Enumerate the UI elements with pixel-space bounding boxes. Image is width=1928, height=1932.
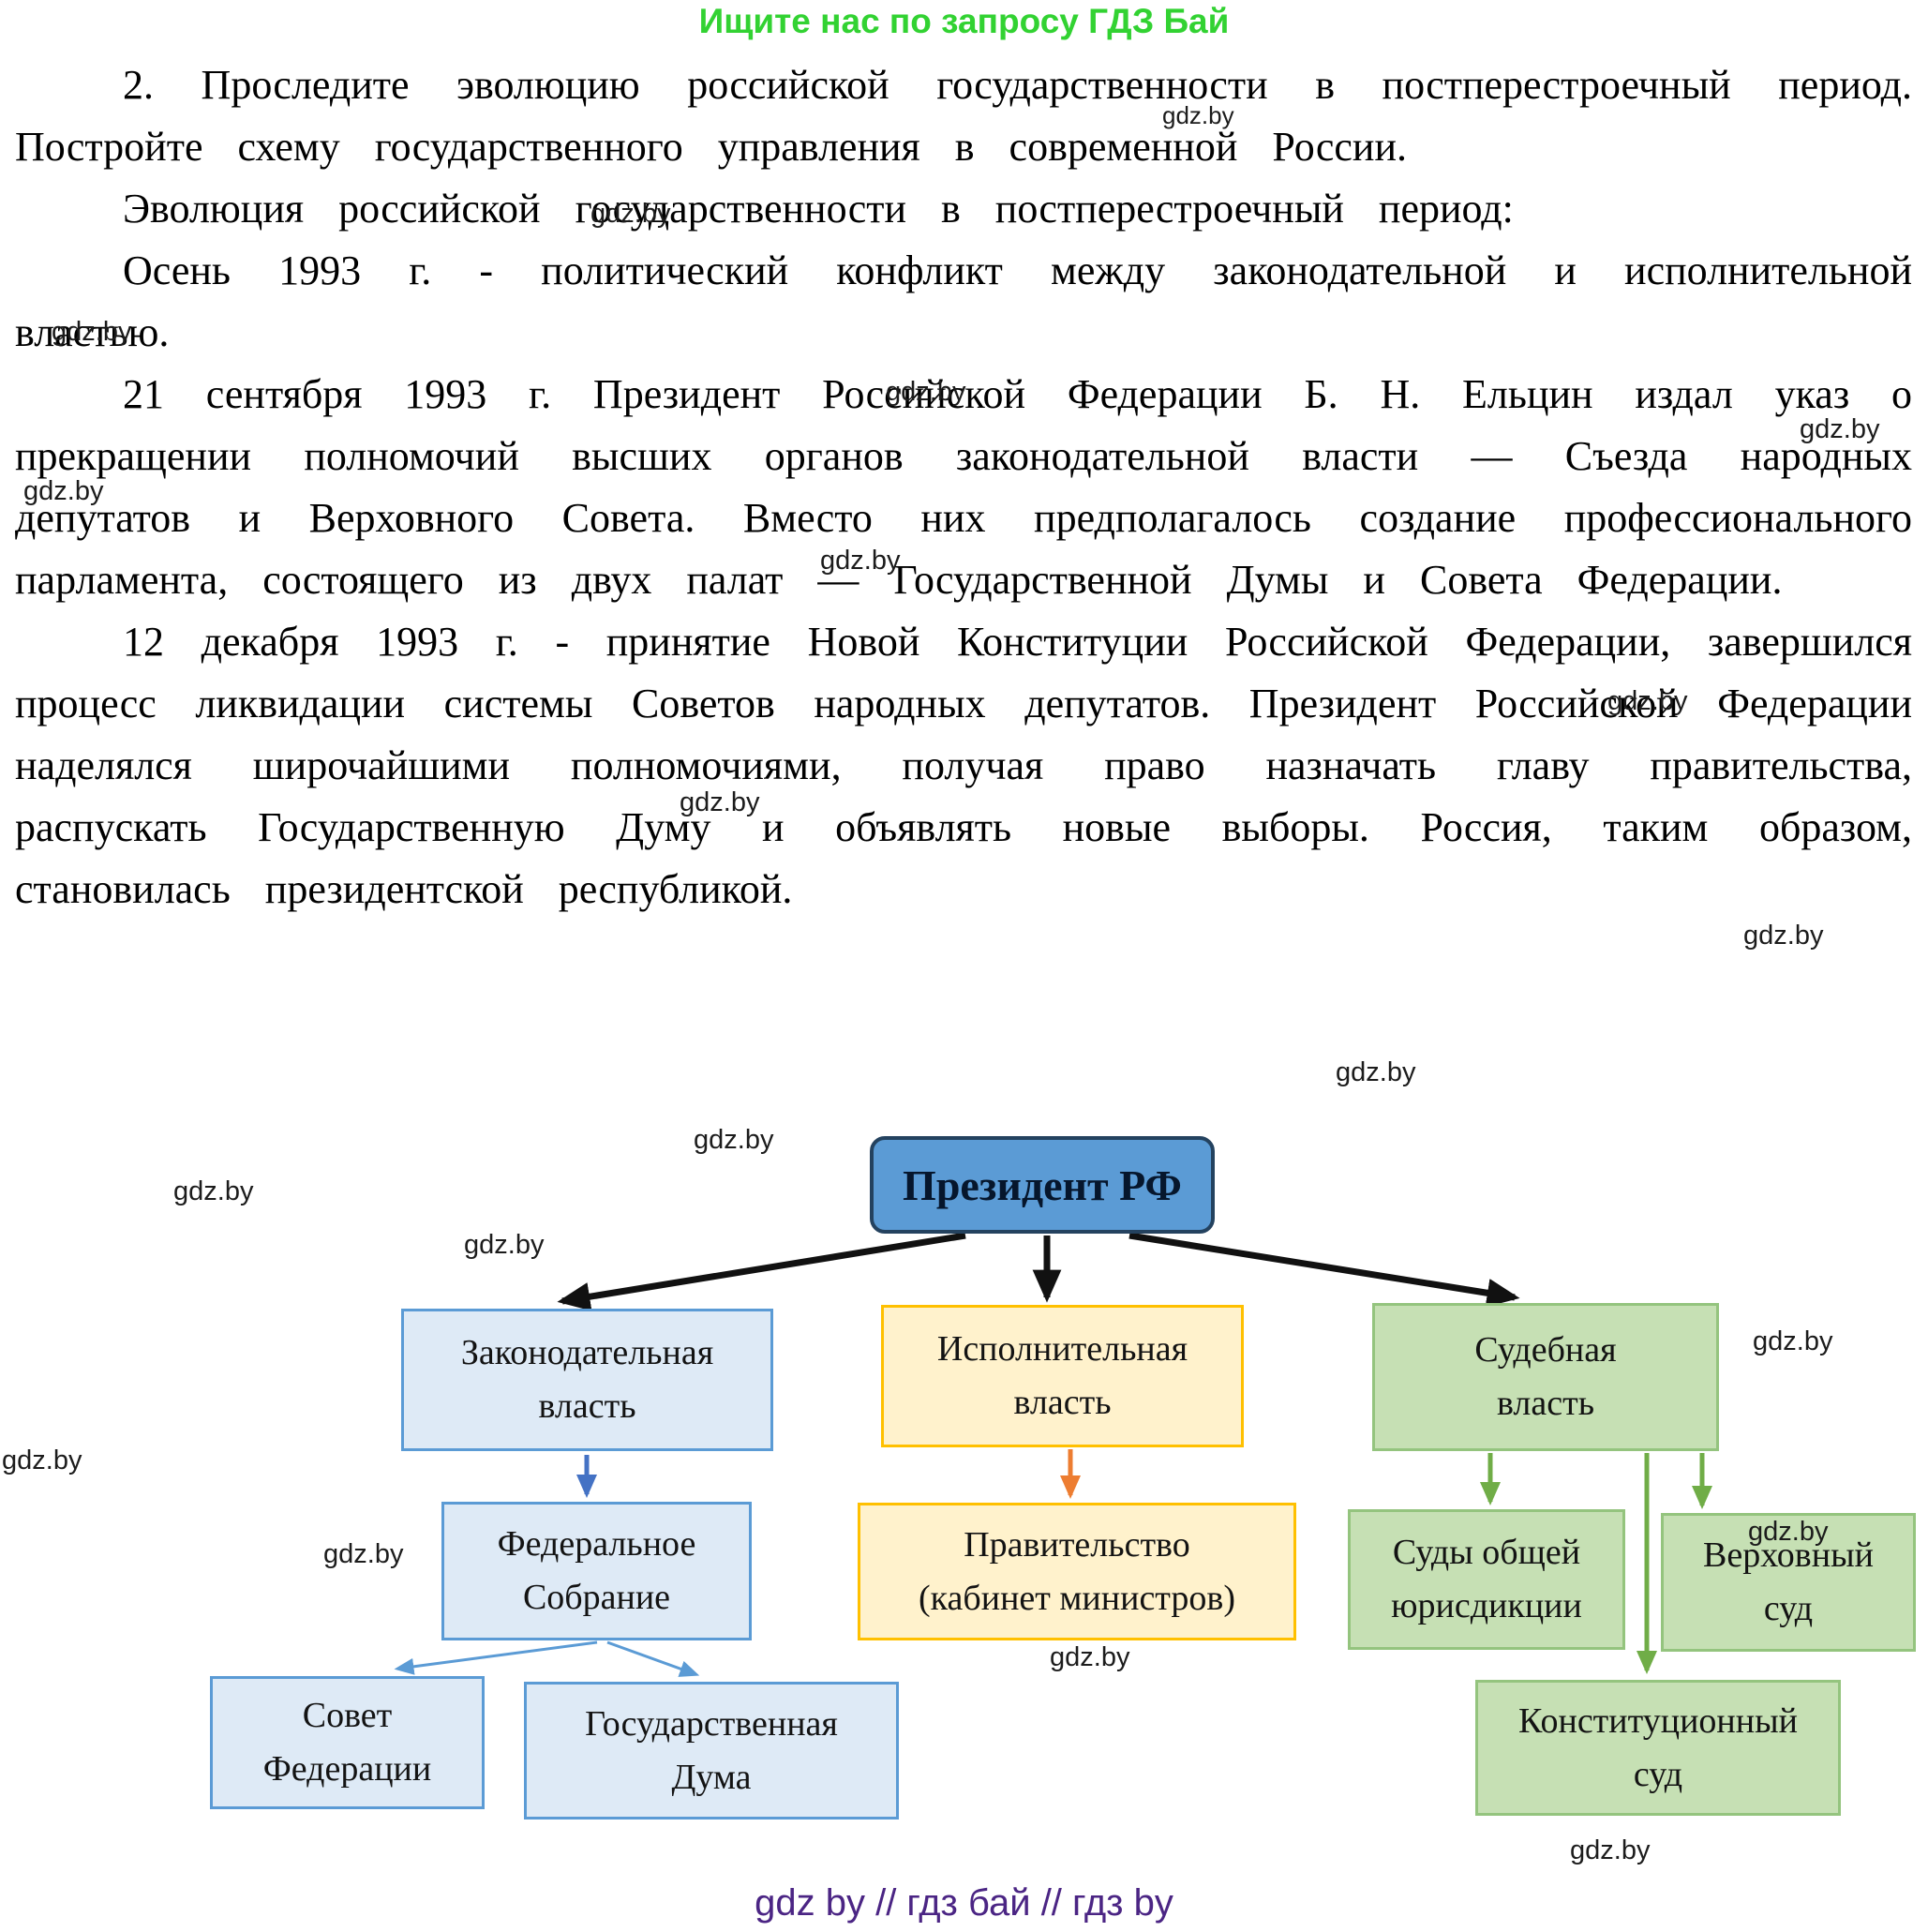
gdz-watermark: gdz.by (1607, 686, 1688, 716)
footer-links: gdz by // гдз бай // гдз by (755, 1882, 1173, 1924)
gdz-watermark: gdz.by (680, 787, 760, 817)
gdz-watermark: gdz.by (173, 1176, 254, 1206)
paragraph-september-1993: 21 сентября 1993 г. Президент Российской… (15, 371, 1912, 603)
gdz-watermark: gdz.by (323, 1539, 404, 1569)
node-judicial-power: Судебная власть (1372, 1303, 1719, 1451)
gdz-watermark: gdz.by (694, 1125, 774, 1155)
node-federal-assembly: Федеральное Собрание (441, 1502, 752, 1640)
node-courts-general-jurisdiction: Суды общей юрисдикции (1348, 1509, 1625, 1650)
node-federation-council: Совет Федерации (210, 1676, 485, 1809)
gdz-watermark: gdz.by (2, 1445, 82, 1475)
node-legislative-power: Законодательная власть (401, 1309, 773, 1451)
promo-banner: Ищите нас по запросу ГДЗ Бай (698, 2, 1230, 40)
gdz-watermark: gdz.by (820, 546, 901, 576)
gdz-watermark: gdz.by (1050, 1642, 1130, 1672)
arrow-president-to-judicial (1128, 1232, 1520, 1308)
gdz-watermark: gdz.by (23, 476, 104, 506)
arrow-president-to-legislative (557, 1232, 966, 1311)
node-constitutional-court: Конституционный суд (1475, 1680, 1841, 1816)
arrow-federal-assembly-to-federation-council (394, 1640, 598, 1675)
gdz-watermark: gdz.by (1800, 414, 1880, 444)
paragraph-evolution-heading: Эволюция российской государственности в … (123, 186, 1514, 232)
gdz-watermark: gdz.by (1162, 101, 1234, 129)
gdz-watermark: gdz.by (1743, 921, 1824, 951)
gdz-watermark: gdz.by (1570, 1835, 1651, 1865)
node-president: Президент РФ (870, 1136, 1215, 1234)
node-state-duma: Государственная Дума (524, 1682, 899, 1820)
gdz-watermark: gdz.by (1336, 1057, 1416, 1087)
gdz-watermark: gdz.by (590, 199, 671, 229)
paragraph-autumn-1993: Осень 1993 г. - политический конфликт ме… (15, 247, 1912, 355)
paragraph-december-1993: 12 декабря 1993 г. - принятие Новой Конс… (15, 619, 1912, 912)
gdz-watermark: gdz.by (886, 377, 966, 407)
paragraph-task: 2. Проследите эволюцию российской госуда… (15, 62, 1912, 170)
gdz-watermark: gdz.by (1753, 1326, 1833, 1356)
node-government: Правительство (кабинет министров) (858, 1503, 1296, 1640)
node-executive-power: Исполнительная власть (881, 1305, 1244, 1447)
arrow-federal-assembly-to-state-duma (606, 1640, 700, 1677)
node-supreme-court: Верховный суд (1661, 1513, 1916, 1652)
answer-text: 2. Проследите эволюцию российской госуда… (15, 54, 1912, 921)
gdz-watermark: gdz.by (464, 1230, 545, 1260)
gdz-watermark: gdz.by (1748, 1517, 1829, 1547)
gdz-watermark: gdz.by (52, 317, 132, 347)
